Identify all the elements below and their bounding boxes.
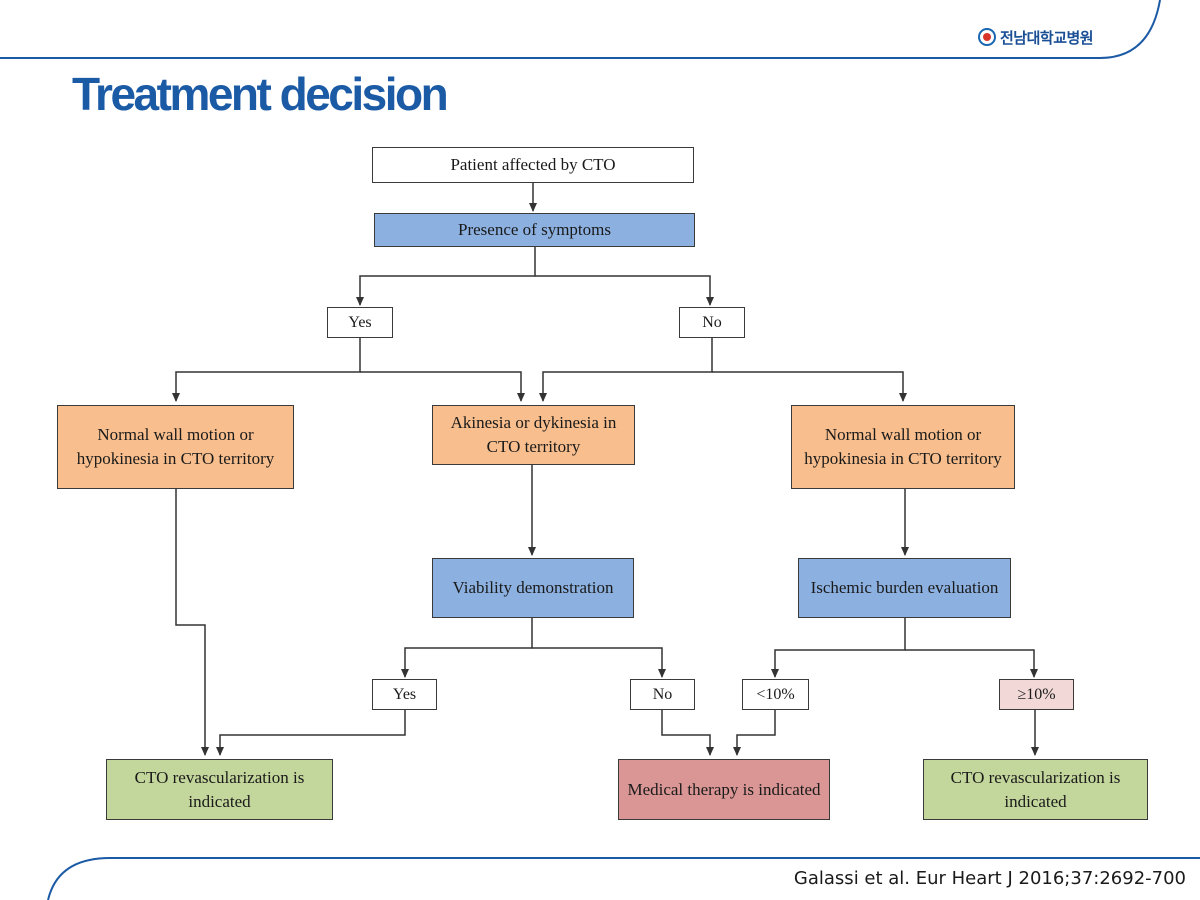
citation: Galassi et al. Eur Heart J 2016;37:2692-… — [793, 868, 1186, 889]
node-cto-revascularization-right: CTO revascularization is indicated — [923, 759, 1148, 820]
page-title: Treatment decision — [72, 68, 449, 120]
label-ischemic-less-than-10: <10% — [742, 679, 809, 710]
edge-yes-normal-left — [172, 338, 361, 402]
node-cto-revascularization-left: CTO revascularization is indicated — [106, 759, 333, 820]
edge-viability-yes — [401, 618, 533, 678]
hospital-name: 전남대학교병원 — [1000, 28, 1094, 47]
label-ischemic-10-or-more: ≥10% — [999, 679, 1074, 710]
edge-yes-akinesia — [360, 371, 525, 402]
node-medical-therapy: Medical therapy is indicated — [618, 759, 830, 820]
node-normal-wall-motion-right: Normal wall motion or hypokinesia in CTO… — [791, 405, 1015, 489]
edge-symptoms-yes — [356, 247, 536, 306]
edge-no-normal-right — [712, 371, 907, 402]
edge-no-akinesia — [539, 338, 713, 402]
node-akinesia-dykinesia: Akinesia or dykinesia in CTO territory — [432, 405, 635, 465]
label-viability-yes: Yes — [372, 679, 437, 710]
node-viability-demonstration: Viability demonstration — [432, 558, 634, 618]
label-symptoms-no: No — [679, 307, 745, 338]
node-presence-of-symptoms: Presence of symptoms — [374, 213, 695, 247]
edge-symptoms-no — [535, 275, 714, 306]
edge-ischemic-ge10 — [905, 649, 1038, 678]
label-symptoms-yes: Yes — [327, 307, 393, 338]
label-viability-no: No — [630, 679, 695, 710]
node-patient-affected: Patient affected by CTO — [372, 147, 694, 183]
node-ischemic-burden-evaluation: Ischemic burden evaluation — [798, 558, 1011, 618]
edge-lt10-medical — [733, 710, 776, 756]
edge-viability-no — [532, 647, 666, 678]
edge-no-medical — [661, 710, 714, 756]
hospital-emblem-icon — [978, 28, 996, 46]
edge-yes-revasc — [216, 710, 406, 756]
node-normal-wall-motion-left: Normal wall motion or hypokinesia in CTO… — [57, 405, 294, 489]
edge-normal-left-revasc — [175, 489, 209, 756]
edge-ischemic-lt10 — [771, 618, 906, 678]
hospital-logo: 전남대학교병원 — [978, 26, 1094, 48]
